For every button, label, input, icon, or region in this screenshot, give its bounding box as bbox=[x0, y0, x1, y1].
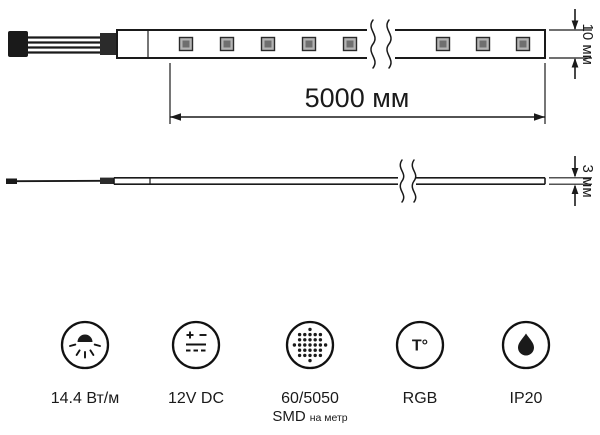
smd-label: SMD bbox=[272, 408, 306, 425]
led-matrix-icon bbox=[285, 320, 335, 370]
color-label: RGB bbox=[403, 390, 438, 407]
led-chip bbox=[219, 36, 235, 52]
spec-led-count: 60/5050 SMD на метр bbox=[272, 320, 348, 425]
thickness-dimension-label: 3 мм bbox=[579, 165, 596, 198]
led-chip bbox=[475, 36, 491, 52]
arrowhead-up bbox=[571, 58, 579, 68]
spec-protection: IP20 bbox=[501, 320, 551, 407]
dc-voltage-icon bbox=[171, 320, 221, 370]
length-dimension-label: 5000 мм bbox=[305, 83, 410, 113]
arrowhead-down bbox=[571, 168, 579, 178]
wire-bundle bbox=[27, 36, 101, 54]
break-symbol bbox=[370, 19, 392, 69]
led-count-sublabel: SMD на метр bbox=[272, 408, 347, 425]
break-symbol bbox=[399, 159, 417, 203]
voltage-label: 12V DC bbox=[168, 390, 224, 407]
water-drop-icon bbox=[501, 320, 551, 370]
power-label: 14.4 Вт/м bbox=[51, 390, 120, 407]
brightness-rays bbox=[69, 343, 101, 359]
led-chip bbox=[435, 36, 451, 52]
led-chips bbox=[178, 36, 531, 52]
spec-voltage: 12V DC bbox=[168, 320, 224, 407]
led-chip bbox=[515, 36, 531, 52]
led-matrix-dots bbox=[292, 327, 328, 363]
temperature-icon bbox=[395, 320, 445, 370]
polarity-signs bbox=[186, 331, 207, 339]
strip-body bbox=[116, 29, 546, 59]
side-end-cap bbox=[100, 177, 114, 184]
width-dimension-label: 10 мм bbox=[579, 24, 596, 65]
arrowhead-right bbox=[534, 113, 545, 121]
spec-power: 14.4 Вт/м bbox=[51, 320, 120, 407]
led-count-label: 60/5050 bbox=[281, 390, 339, 407]
led-chip bbox=[342, 36, 358, 52]
dimension-width: 10 мм bbox=[549, 9, 596, 79]
arrowhead-left bbox=[170, 113, 181, 121]
spec-color: T° RGB bbox=[395, 320, 445, 407]
strip-profile bbox=[113, 177, 546, 185]
strip-end-cap bbox=[100, 33, 117, 55]
led-chip bbox=[301, 36, 317, 52]
top-view bbox=[8, 19, 546, 69]
wire-tip bbox=[6, 178, 17, 184]
spec-icons: 14.4 Вт/м 12V DC 60/5050 SMD на метр T° bbox=[51, 320, 551, 425]
dimension-thickness: 3 мм bbox=[549, 156, 596, 206]
brightness-icon bbox=[60, 320, 110, 370]
side-view bbox=[6, 159, 546, 203]
rgb-connector bbox=[8, 31, 28, 57]
led-chip bbox=[260, 36, 276, 52]
temperature-glyph: T° bbox=[412, 338, 428, 355]
protection-label: IP20 bbox=[510, 390, 543, 407]
arrowhead-up bbox=[571, 184, 579, 194]
dimension-length: 5000 мм bbox=[169, 63, 546, 124]
led-chip bbox=[178, 36, 194, 52]
per-meter-label: на метр bbox=[310, 412, 348, 424]
arrowhead-down bbox=[571, 20, 579, 30]
